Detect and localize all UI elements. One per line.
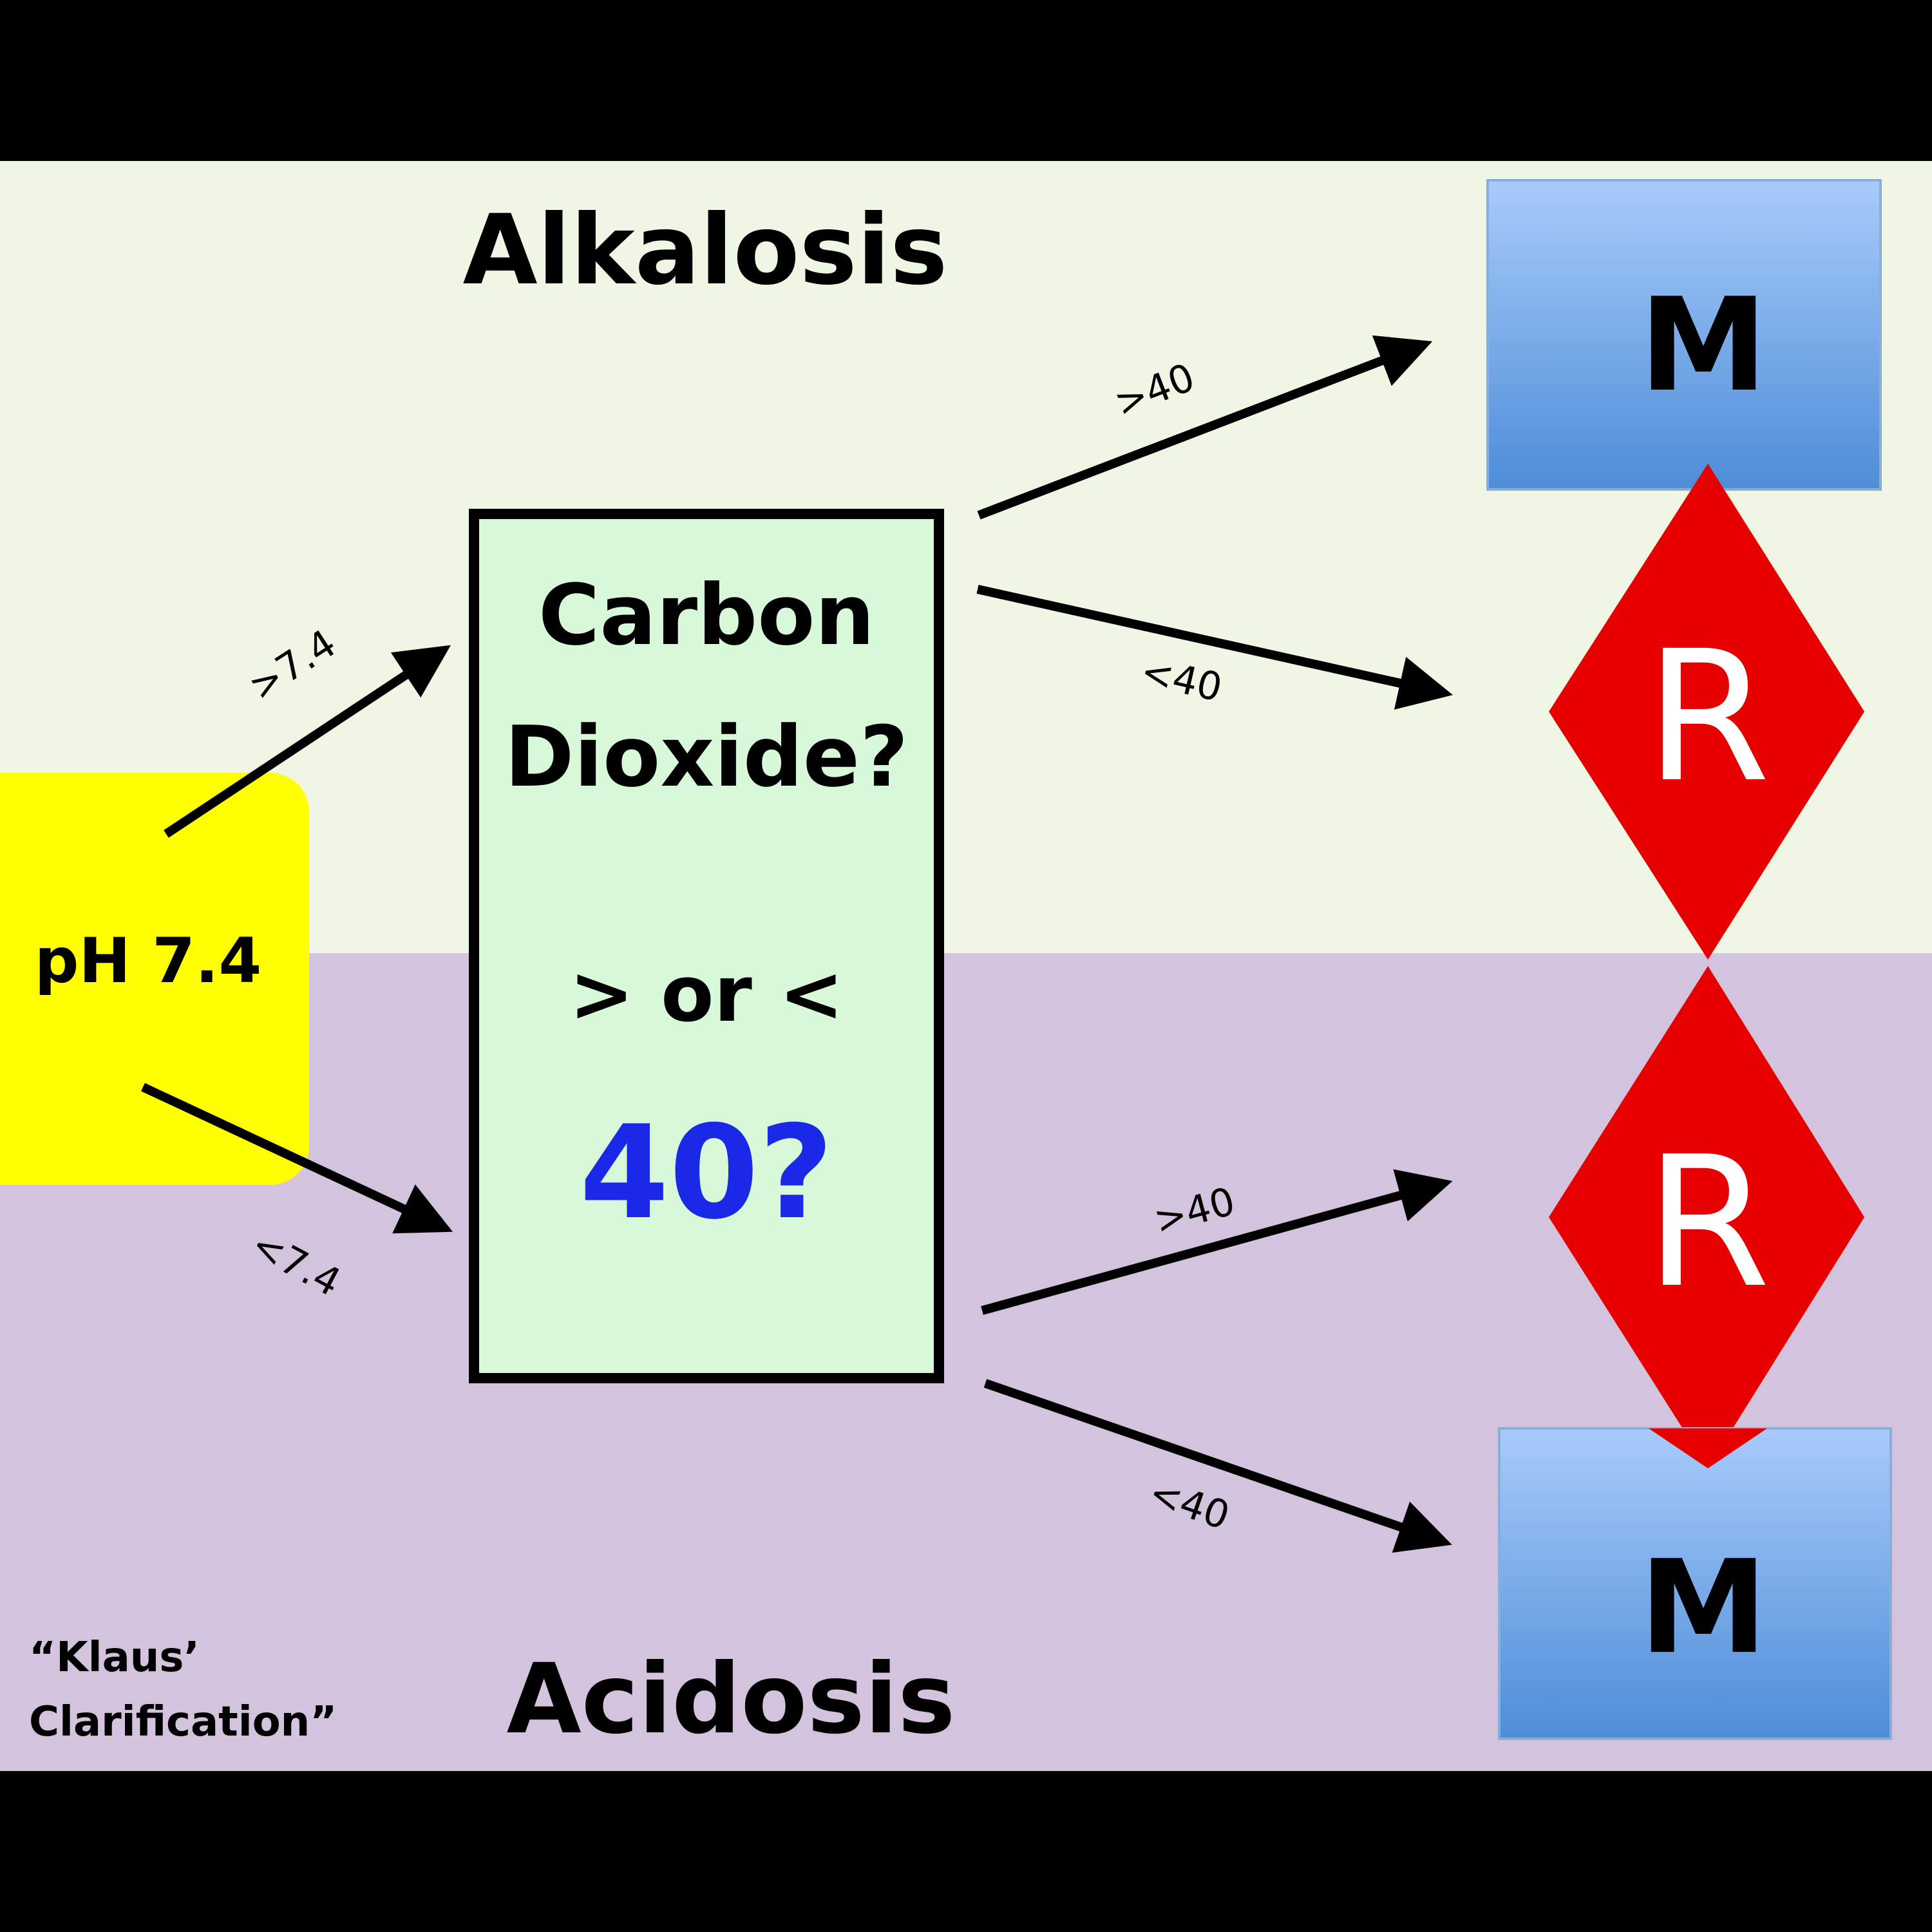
caption-line-2: Clarification” [29,1698,337,1746]
ph-start-label: pH 7.4 [35,925,262,997]
alkalosis-label: Alkalosis [463,194,948,307]
decision-line-dioxide: Dioxide? [505,708,909,806]
arrow-ph-high [164,645,451,838]
co2-decision-box [469,509,944,1383]
decision-line-comparison: > or < [569,950,844,1039]
metabolic-alkalosis-letter: M [1639,270,1767,421]
metabolic-acidosis-box [1498,1427,1892,1740]
top-letterbox-bar [0,0,1932,161]
caption-line-1: “Klaus’ [29,1634,200,1681]
respiratory-acidosis-diamond [1549,966,1864,1468]
arrow-ph-low [141,1083,453,1234]
decision-line-carbon: Carbon [538,566,875,664]
respiratory-acidosis-diamond-tip [1649,1428,1767,1468]
respiratory-acidosis-letter: R [1645,1118,1771,1328]
respiratory-alkalosis-letter: R [1645,612,1771,822]
arrow-alk-high [977,335,1433,520]
arrow-alk-low [976,585,1453,710]
metabolic-acidosis-letter: M [1639,1533,1767,1683]
arrow-acid-high [981,1169,1453,1315]
ph-start-box [0,773,309,1185]
acidosis-label: Acidosis [507,1643,956,1756]
decision-threshold-value: 40? [580,1098,833,1248]
bottom-letterbox-bar [0,1771,1932,1932]
respiratory-alkalosis-diamond [1549,464,1864,960]
metabolic-alkalosis-box [1486,179,1882,491]
arrow-acid-low [983,1379,1452,1553]
